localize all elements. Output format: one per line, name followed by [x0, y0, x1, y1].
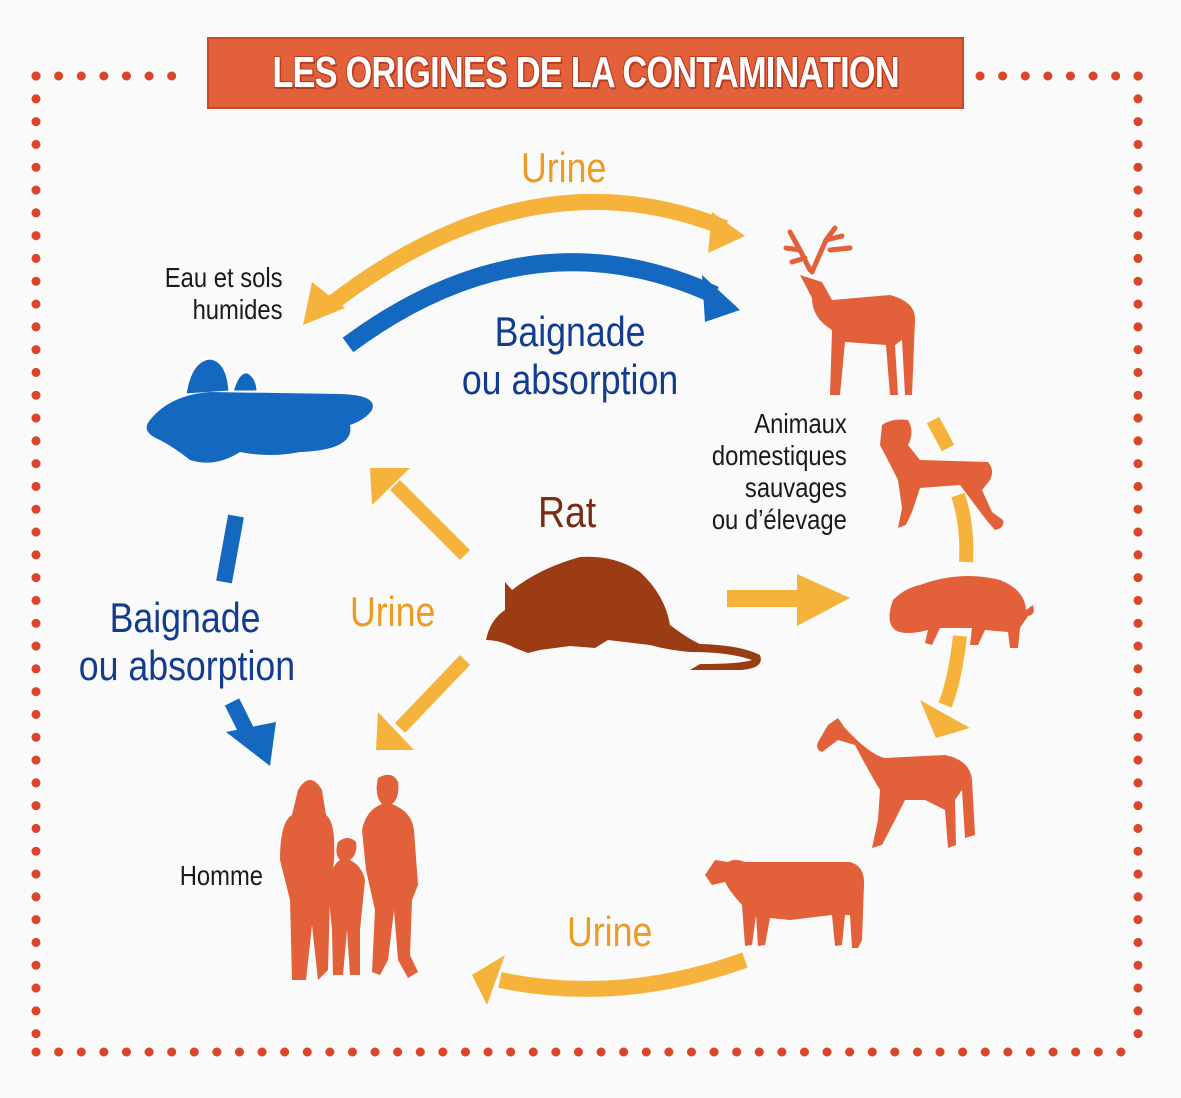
- blue-label-left: Baignade ou absorption: [78, 594, 296, 690]
- water-label: Eau et sols humides: [165, 262, 283, 326]
- human-label: Homme: [179, 860, 263, 891]
- rat-label: Rat: [538, 488, 597, 537]
- animals-label-line1: Animaux: [754, 408, 847, 439]
- dog-icon: [880, 419, 1004, 530]
- blue-label-top-line2: ou absorption: [461, 356, 679, 403]
- family-icon: [280, 774, 418, 980]
- water-label-line2: humides: [193, 294, 283, 325]
- pig-icon: [889, 576, 1034, 648]
- water-label-line1: Eau et sols: [165, 262, 283, 293]
- animals-label: Animaux domestiques sauvages ou d’élevag…: [712, 408, 847, 536]
- urine-arrow-bottom: [472, 952, 748, 1005]
- title-banner: LES ORIGINES DE LA CONTAMINATION: [207, 37, 964, 109]
- animals-label-line4: ou d’élevage: [712, 504, 847, 535]
- urine-label-top: Urine: [521, 144, 607, 191]
- urine-arrow-rat-to-animals: [727, 574, 850, 626]
- deer-icon: [783, 225, 916, 395]
- animals-label-line2: domestiques: [712, 440, 847, 471]
- urine-arrow-top: [303, 193, 745, 325]
- urine-label-bottom: Urine: [567, 908, 653, 955]
- urine-label-rat: Urine: [350, 588, 436, 635]
- page-title: LES ORIGINES DE LA CONTAMINATION: [272, 48, 899, 97]
- blue-arrow-top: [342, 253, 740, 353]
- cow-icon: [705, 860, 865, 948]
- blue-label-top-line1: Baignade: [494, 308, 646, 355]
- animals-label-line3: sauvages: [745, 472, 847, 503]
- blue-label-left-line1: Baignade: [109, 594, 261, 641]
- blue-label-left-line2: ou absorption: [78, 642, 296, 689]
- blue-label-top: Baignade ou absorption: [460, 308, 681, 404]
- water-puddle-icon: [146, 356, 373, 463]
- urine-arrow-animals-column: [920, 416, 974, 738]
- urine-arrow-rat-to-water: [370, 468, 470, 560]
- blue-arrow-left: [216, 514, 276, 766]
- rat-icon: [486, 556, 761, 670]
- horse-icon: [817, 718, 975, 848]
- urine-arrow-rat-to-human: [376, 655, 471, 750]
